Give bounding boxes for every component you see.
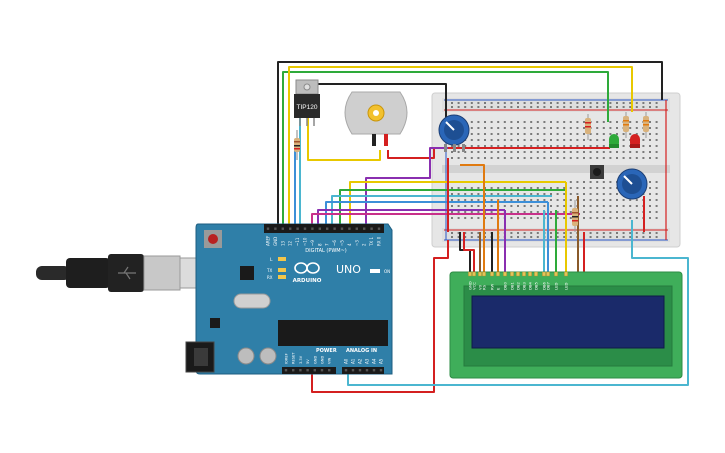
digital-pin-label: 8: [317, 243, 322, 246]
wire-lcd-red-2: [463, 232, 475, 272]
analog-label: ANALOG IN: [346, 348, 377, 354]
lcd-pin-label: DB3: [522, 281, 527, 290]
tip120-transistor[interactable]: TIP120: [294, 79, 320, 126]
wire-gnd-black: [277, 61, 663, 232]
digital-pin-label: 4: [347, 243, 352, 246]
wire-motor-yellow: [307, 118, 381, 161]
wire-power-red: [311, 240, 449, 393]
push-button[interactable]: [590, 165, 604, 179]
transistor-label: TIP120: [297, 104, 318, 111]
resistor-led-1[interactable]: [585, 114, 591, 140]
lcd-pin-label: DB6: [542, 281, 547, 290]
wire-lcd-orange: [460, 164, 485, 272]
digital-pin-label: ~11: [295, 237, 300, 246]
lcd-pin-label: DB1: [510, 281, 515, 290]
analog-header[interactable]: [342, 367, 384, 374]
lcd-pin-label: LED: [564, 282, 569, 290]
lcd-pin-label: DB4: [528, 281, 533, 290]
digital-pin-label: 12: [288, 240, 293, 246]
lcd-pin-label: DB2: [516, 281, 521, 290]
arduino-logo: ARDUINO: [293, 262, 322, 284]
analog-pin-label: A3: [365, 358, 370, 364]
analog-pin-label: A4: [372, 358, 377, 364]
arduino-brand: ARDUINO: [293, 278, 322, 284]
power-pin-label: 3.3V: [299, 355, 303, 364]
digital-pin-label: AREF: [266, 235, 271, 246]
lcd-pin-label: DB5: [534, 281, 539, 290]
reset-button[interactable]: [208, 234, 218, 244]
capacitor-2: [259, 347, 277, 365]
potentiometer-2[interactable]: [616, 168, 648, 200]
power-pin-label: GND: [313, 356, 317, 364]
lcd-pin-label: VCC: [472, 282, 477, 290]
led-rx-label: RX: [267, 275, 273, 280]
wire-cyan-d: [331, 195, 552, 232]
digital-pin-label: ~5: [340, 240, 345, 246]
digital-pin-label: ~6: [332, 240, 337, 246]
power-pin-label: VIN: [328, 357, 332, 364]
resistor-lcd[interactable]: [572, 200, 578, 232]
power-pin-label: 5V: [306, 359, 310, 364]
lcd-pin-label: GND: [468, 281, 473, 290]
wire-12-yellow: [288, 66, 633, 232]
lcd-pin-label: V0: [478, 284, 483, 290]
atmega-chip: [278, 320, 388, 346]
power-label: POWER: [316, 348, 337, 354]
usb-chip: [240, 266, 254, 280]
lcd-pin-label: DB0: [503, 281, 508, 290]
digital-header-label: DIGITAL (PWM~): [305, 248, 347, 254]
digital-pin-label: 2: [362, 243, 367, 246]
digital-pin-label: TX 1: [369, 237, 374, 247]
digital-pin-label: ~9: [310, 240, 315, 246]
analog-pin-label: A2: [358, 358, 363, 364]
digital-pin-label: GND: [273, 237, 278, 246]
lcd-screen: [471, 295, 665, 349]
resistor-transistor[interactable]: [294, 130, 300, 160]
digital-pin-label: ~10: [303, 237, 308, 246]
wire-motor-red: [387, 147, 610, 159]
lcd-pin-label: RW: [490, 284, 495, 290]
wire-13-green: [282, 71, 609, 232]
power-pin-label: GND: [321, 356, 325, 364]
arduino-model: UNO: [336, 263, 361, 276]
usb-icon: [118, 266, 136, 280]
led-red[interactable]: [630, 134, 640, 148]
on-label: ON: [384, 269, 390, 274]
power-pin-label: IOREF: [285, 353, 289, 364]
dc-motor[interactable]: [344, 91, 408, 146]
potentiometer-1[interactable]: [438, 114, 470, 152]
lcd-pin-label: LED: [554, 282, 559, 290]
digital-pin-label: 7: [325, 243, 330, 246]
wire-power-cyan: [347, 220, 689, 386]
resistor-led-3[interactable]: [643, 112, 649, 138]
arduino-uno[interactable]: DIGITAL (PWM~) ARDUINO UNO ON L TX RX PO…: [185, 223, 393, 375]
resistor-led-2[interactable]: [623, 112, 629, 138]
lcd-pin-label: DB7: [546, 281, 551, 290]
wire-green-d: [339, 189, 566, 232]
led-l-label: L: [270, 257, 273, 263]
power-header[interactable]: [282, 367, 336, 374]
led-green[interactable]: [609, 134, 619, 148]
crystal: [233, 293, 271, 309]
digital-pin-label: ~3: [354, 240, 359, 246]
usb-cable: [36, 254, 203, 292]
lcd-pin-label: E: [496, 287, 501, 290]
power-pin-label: RESET: [292, 352, 296, 364]
led-tx-label: TX: [266, 268, 272, 273]
digital-header[interactable]: [264, 224, 384, 233]
digital-pin-label: RX 0: [377, 236, 382, 246]
analog-pin-label: A5: [379, 358, 384, 364]
analog-pin-label: A1: [351, 358, 356, 364]
wires: [277, 61, 689, 393]
digital-pin-label: 13: [280, 240, 285, 246]
lcd-pin-label: RS: [482, 284, 487, 290]
capacitor-1: [237, 347, 255, 365]
wire-blue-d: [325, 201, 548, 232]
wire-yellow-d: [349, 181, 566, 232]
analog-pin-label: A0: [344, 358, 349, 364]
